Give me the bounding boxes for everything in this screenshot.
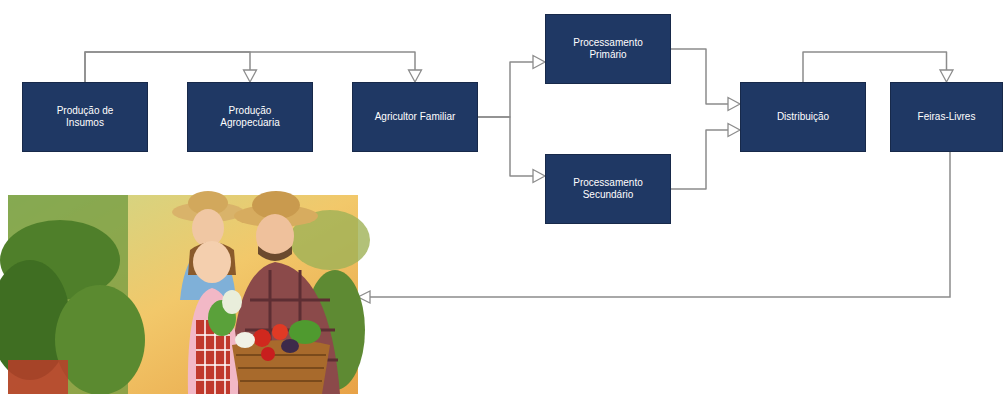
arrowhead [244, 70, 257, 82]
process-box: Processamento Primário [545, 14, 671, 84]
flow-connector [478, 117, 545, 183]
process-box: Produção de Insumos [22, 82, 148, 152]
arrowhead [728, 98, 740, 111]
return-line [366, 152, 950, 297]
connector-line [803, 52, 947, 82]
box-label: Processamento Secundário [566, 177, 650, 201]
connector-line [478, 62, 533, 117]
arrowhead [409, 70, 422, 82]
box-label: Distribuição [777, 111, 829, 123]
box-label: Produção Agropecúaria [209, 105, 291, 129]
connector-line [85, 52, 415, 82]
flow-connector [803, 52, 953, 82]
flow-connector [85, 52, 257, 82]
connector-line [478, 117, 533, 176]
box-label: Feiras-Livres [918, 111, 976, 123]
box-label: Agricultor Familiar [375, 111, 456, 123]
flow-connector [671, 124, 740, 190]
process-box: Produção Agropecúaria [187, 82, 313, 152]
process-box: Agricultor Familiar [352, 82, 478, 152]
connector-line [671, 49, 728, 104]
connector-line [85, 52, 250, 82]
box-label: Produção de Insumos [49, 105, 121, 129]
box-label: Processamento Primário [566, 37, 650, 61]
flow-connector [671, 49, 740, 111]
arrowhead [533, 170, 545, 183]
connector-line [671, 130, 728, 189]
arrowhead [728, 124, 740, 137]
process-box: Processamento Secundário [545, 154, 671, 224]
flow-connector [85, 52, 422, 82]
process-box: Feiras-Livres [890, 82, 1003, 152]
arrowhead [940, 70, 953, 82]
family-photo [0, 191, 370, 394]
arrowhead [533, 56, 545, 69]
process-box: Distribuição [740, 82, 866, 152]
flow-connector [478, 56, 545, 118]
